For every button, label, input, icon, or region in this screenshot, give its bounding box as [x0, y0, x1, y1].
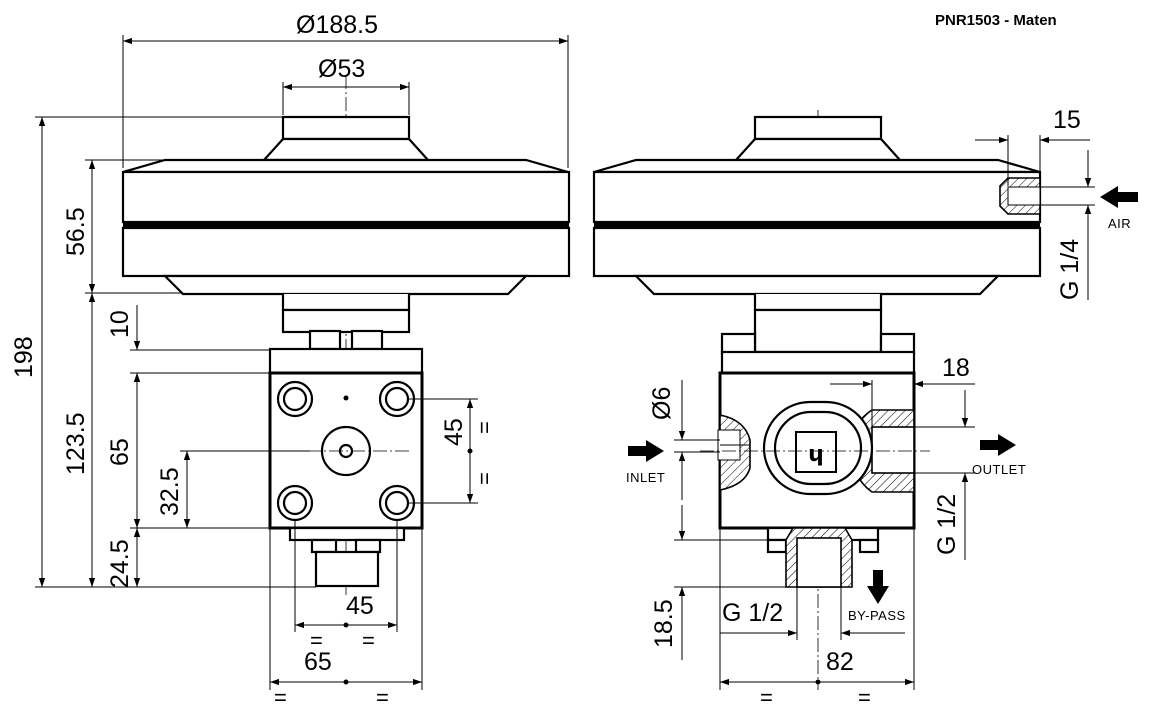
- bypass-arrow-icon: [867, 570, 889, 604]
- dim-air-thread: G 1/4: [1056, 239, 1084, 300]
- dim-bolt-spacing-horizontal: 45: [346, 592, 374, 620]
- equal-mark: =: [760, 685, 773, 710]
- bolt-hole: [276, 380, 314, 418]
- dim-inner-diameter: Ø53: [318, 55, 365, 83]
- diaphragm-housing-lower: [121, 226, 571, 278]
- dim-air-port-depth: 15: [1053, 106, 1081, 134]
- bolt-hole: [276, 484, 314, 522]
- dim-actuator-height: 56.5: [62, 207, 90, 256]
- dim-body-height: 65: [106, 438, 134, 466]
- dim-total-height: 198: [10, 336, 38, 378]
- diaphragm-housing-upper: [121, 170, 571, 224]
- dim-outer-diameter: Ø188.5: [296, 11, 378, 39]
- equal-mark: =: [472, 472, 497, 485]
- logo-recess: ɥ: [762, 400, 874, 496]
- dim-nipple-height: 24.5: [106, 539, 134, 588]
- drawing-title: PNR1503 - Maten: [935, 12, 1057, 29]
- air-arrow-icon: [1100, 186, 1138, 208]
- valve-flange: [268, 347, 424, 375]
- dim-bypass-height: 18.5: [650, 599, 678, 648]
- dim-bypass-thread: G 1/2: [722, 599, 783, 627]
- equal-mark: =: [362, 628, 375, 653]
- bypass-label: BY-PASS: [848, 608, 906, 623]
- dim-half-body-height: 32.5: [156, 467, 184, 516]
- dim-outlet-depth: 18: [942, 354, 970, 382]
- dim-side-width: 82: [826, 648, 854, 676]
- inlet-label: INLET: [626, 470, 665, 485]
- equal-mark: =: [310, 628, 323, 653]
- diaphragm-housing-lower: [592, 226, 1042, 278]
- equal-mark: =: [858, 685, 871, 710]
- inlet-arrow-icon: [628, 440, 664, 462]
- diaphragm-housing-upper: [592, 170, 1042, 224]
- equal-mark: =: [274, 685, 287, 710]
- side-view: ɥ 15 G 1/4 AIR 18 G 1/2: [592, 106, 1138, 710]
- outlet-label: OUTLET: [972, 462, 1026, 477]
- dim-lower-height: 123.5: [62, 412, 90, 475]
- dim-outlet-thread: G 1/2: [933, 494, 961, 555]
- actuator-cap: [281, 115, 411, 141]
- air-label: AIR: [1108, 216, 1131, 231]
- dim-body-width: 65: [304, 648, 332, 676]
- front-view: Ø188.5 Ø53 198 56.5 123.5 10 65 32.5: [10, 11, 571, 710]
- brand-logo-icon: ɥ: [808, 442, 824, 467]
- dim-inlet-diameter: Ø6: [648, 387, 676, 420]
- bottom-nipple: [314, 550, 380, 588]
- equal-mark: =: [376, 685, 389, 710]
- outlet-arrow-icon: [980, 434, 1016, 456]
- dim-flange-height: 10: [106, 310, 134, 338]
- equal-mark: =: [472, 421, 497, 434]
- dim-bolt-spacing-vertical: 45: [440, 418, 468, 446]
